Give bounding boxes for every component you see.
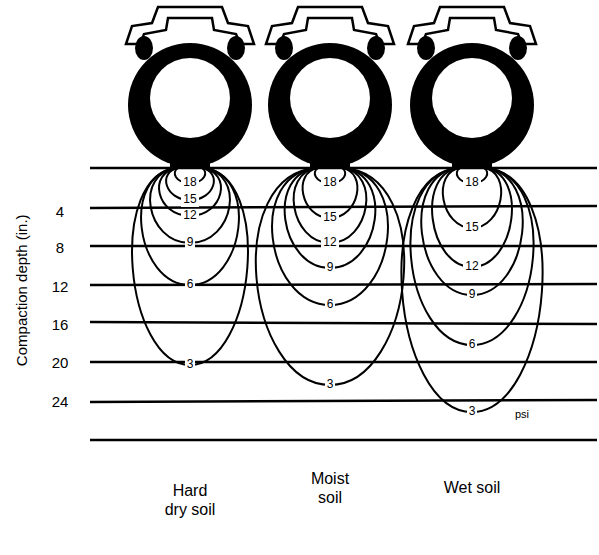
tire	[126, 7, 254, 169]
pressure-value: 12	[321, 236, 338, 249]
pressure-contour	[150, 168, 230, 243]
pressure-contour	[410, 168, 533, 345]
pressure-contour	[272, 168, 388, 305]
soil-condition: Moist soil	[300, 469, 360, 507]
tire-carcass	[268, 43, 392, 167]
tire-contact-patch	[310, 150, 350, 169]
tire-bead	[135, 36, 153, 60]
depth-line	[90, 284, 597, 285]
axis-tick: 24	[52, 394, 69, 411]
pressure-value: 15	[463, 221, 480, 234]
axis-title: Compaction depth (in.)	[14, 214, 31, 366]
tire-inner	[150, 58, 230, 138]
soil-condition: Wet soil	[442, 478, 502, 497]
depth-line	[90, 400, 597, 402]
depth-line	[90, 361, 597, 364]
pressure-contour	[443, 168, 501, 228]
pressure-contour	[401, 168, 542, 412]
depth-line	[90, 322, 597, 324]
pressure-value: 18	[181, 176, 198, 189]
pressure-contour	[421, 168, 522, 295]
soil-layer-lines	[90, 168, 597, 440]
tire-bead	[367, 36, 385, 60]
pressure-contour	[256, 168, 404, 385]
tires	[126, 7, 536, 169]
unit-label: psi	[513, 408, 531, 420]
depth-line	[90, 439, 597, 442]
pressure-value: 18	[321, 176, 338, 189]
pressure-contour	[294, 168, 367, 243]
pressure-value: 6	[467, 338, 478, 351]
pressure-value: 3	[325, 378, 336, 391]
pressure-value: 9	[185, 236, 196, 249]
pressure-contour	[141, 168, 239, 285]
pressure-value: 18	[463, 176, 480, 189]
tire-bead	[275, 36, 293, 60]
tire-carcass	[410, 43, 534, 167]
tire-bead	[509, 36, 527, 60]
axis-tick: 8	[56, 240, 64, 257]
tire	[408, 7, 536, 169]
axis-tick: 4	[56, 204, 64, 221]
pressure-bulbs	[132, 168, 542, 412]
axis-tick: 16	[52, 317, 69, 334]
pressure-value: 9	[467, 288, 478, 301]
pressure-value: 3	[467, 405, 478, 418]
pressure-value: 6	[325, 298, 336, 311]
pressure-contour	[432, 168, 512, 267]
axis-tick: 12	[52, 279, 69, 296]
soil-condition: Hard dry soil	[160, 481, 220, 519]
tire-inner	[432, 58, 512, 138]
pressure-value: 12	[463, 260, 480, 273]
pressure-contour	[132, 168, 248, 365]
tire-contact-patch	[170, 150, 210, 169]
tire	[266, 7, 394, 169]
axis-tick: 20	[52, 355, 69, 372]
tire-bead	[227, 36, 245, 60]
pressure-contour	[285, 168, 376, 268]
tire-inner	[290, 58, 370, 138]
tire-carcass	[128, 43, 252, 167]
pressure-value: 3	[185, 358, 196, 371]
pressure-value: 15	[321, 211, 338, 224]
tire-contact-patch	[452, 150, 492, 169]
pressure-value: 6	[185, 278, 196, 291]
pressure-value: 9	[325, 261, 336, 274]
pressure-value: 15	[181, 193, 198, 206]
pressure-value: 12	[181, 209, 198, 222]
tire-bead	[417, 36, 435, 60]
